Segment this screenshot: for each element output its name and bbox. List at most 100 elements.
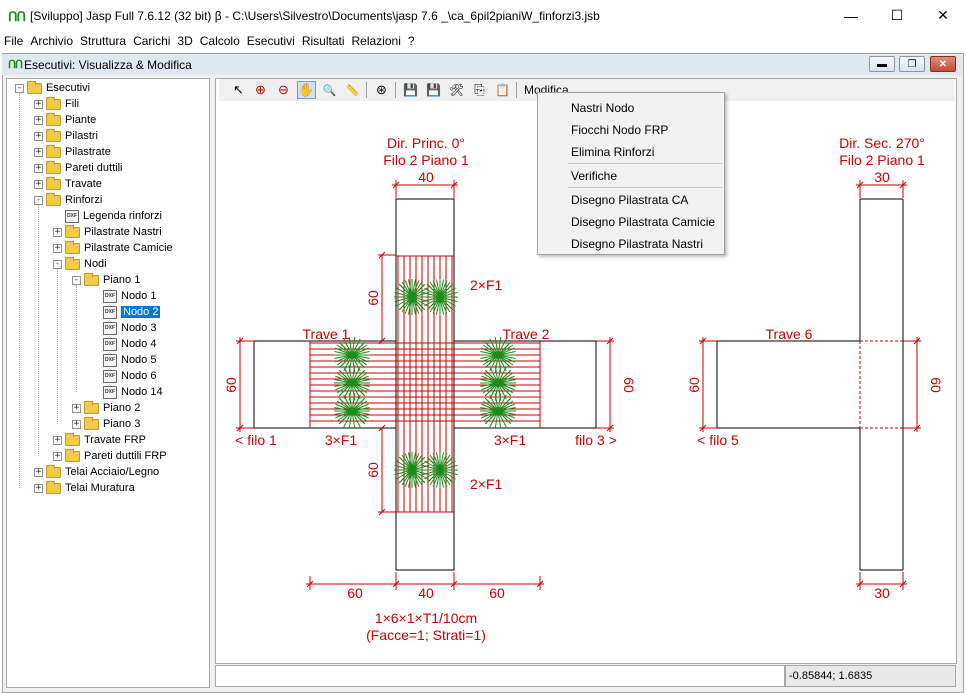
ctx-fiocchi-nodo-frp[interactable]: Fiocchi Nodo FRP bbox=[571, 123, 669, 137]
dxf-file-icon: DXF bbox=[103, 289, 117, 303]
tree-item-label: Nodo 3 bbox=[121, 322, 157, 334]
menu-carichi[interactable]: Carichi bbox=[133, 34, 171, 48]
pointer-icon[interactable]: ↖ bbox=[233, 82, 244, 97]
tree-item[interactable]: +Pilastrate Nastri bbox=[53, 224, 162, 240]
tree-item-label: Telai Acciaio/Legno bbox=[65, 466, 160, 478]
tree-item[interactable]: -Piano 1 bbox=[72, 272, 140, 288]
tree-item[interactable]: +Fili bbox=[34, 96, 79, 112]
measure-ruler-icon[interactable]: 📏 bbox=[345, 84, 360, 97]
folder-icon bbox=[65, 224, 80, 238]
save-as-icon[interactable]: 💾 bbox=[426, 83, 441, 97]
tree-connector bbox=[19, 92, 20, 488]
toolbar-separator bbox=[516, 82, 517, 98]
beam-height-left-label: 60 bbox=[223, 377, 239, 393]
tree-item[interactable]: +Travate bbox=[34, 176, 102, 192]
inner-minimize-button[interactable]: ▬ bbox=[869, 56, 895, 72]
menu-help[interactable]: ? bbox=[407, 34, 415, 48]
window-title: [Sviluppo] Jasp Full 7.6.12 (32 bit) β -… bbox=[30, 9, 600, 23]
expand-plus-icon[interactable]: + bbox=[72, 418, 81, 429]
tree-item[interactable]: +Piano 2 bbox=[72, 400, 140, 416]
tree-connector bbox=[76, 284, 77, 392]
tree-item[interactable]: +Pilastrate bbox=[34, 144, 111, 160]
ctx-disegno-pilastrata-camicie[interactable]: Disegno Pilastrata Camicie bbox=[571, 215, 716, 229]
expand-plus-icon[interactable]: + bbox=[53, 226, 62, 237]
expand-plus-icon[interactable]: + bbox=[34, 178, 43, 189]
toolbar-separator bbox=[366, 82, 367, 98]
folder-icon bbox=[46, 128, 61, 142]
tree-item[interactable]: +Pilastri bbox=[34, 128, 98, 144]
minimize-button[interactable]: — bbox=[844, 7, 858, 24]
ctx-verifiche[interactable]: Verifiche bbox=[571, 169, 618, 183]
inner-restore-button[interactable]: ❐ bbox=[899, 56, 925, 72]
ctx-elimina-rinforzi[interactable]: Elimina Rinforzi bbox=[571, 145, 655, 159]
tree-item[interactable]: + Telai Acciaio/Legno bbox=[34, 464, 159, 480]
expand-plus-icon[interactable]: + bbox=[34, 130, 43, 141]
expand-plus-icon[interactable]: + bbox=[34, 98, 43, 109]
expand-plus-icon[interactable]: + bbox=[53, 434, 62, 445]
app-logo-icon: ՈՈ bbox=[8, 9, 26, 24]
menu-risultati[interactable]: Risultati bbox=[301, 34, 345, 48]
expand-plus-icon[interactable]: + bbox=[34, 466, 43, 477]
inner-title-bar bbox=[2, 54, 962, 75]
tree-item-label: Pilastrate Camicie bbox=[84, 242, 173, 254]
dxf-file-icon: DXF bbox=[103, 385, 117, 399]
tree-item[interactable]: + Pilastrate Camicie bbox=[53, 240, 173, 256]
ctx-nastri-nodo[interactable]: Nastri Nodo bbox=[571, 101, 635, 115]
tools-icon[interactable]: 🛠 bbox=[448, 83, 465, 97]
zoom-all-icon[interactable]: ⊛ bbox=[376, 82, 387, 97]
expand-plus-icon[interactable]: + bbox=[34, 162, 43, 173]
tree-item[interactable]: -Esecutivi bbox=[15, 80, 90, 96]
tree-item[interactable]: +Pareti duttili FRP bbox=[53, 448, 167, 464]
menu-3d[interactable]: 3D bbox=[177, 34, 193, 48]
inner-close-button[interactable]: ✕ bbox=[930, 56, 956, 72]
ctx-disegno-pilastrata-ca[interactable]: Disegno Pilastrata CA bbox=[571, 193, 689, 207]
menu-struttura[interactable]: Struttura bbox=[80, 34, 127, 48]
fiocchi-left-label: 3×F1 bbox=[325, 432, 358, 448]
expand-plus-icon[interactable]: + bbox=[53, 242, 62, 253]
menu-relazioni[interactable]: Relazioni bbox=[351, 34, 401, 48]
tree-item[interactable]: + Piano 3 bbox=[72, 416, 140, 432]
tree-item[interactable]: +Telai Muratura bbox=[34, 480, 135, 496]
folder-icon bbox=[46, 144, 61, 158]
save-icon[interactable]: 💾 bbox=[403, 83, 418, 97]
folder-icon bbox=[65, 240, 80, 254]
folder-icon bbox=[65, 432, 80, 446]
tree-view[interactable]: -Esecutivi+Fili+Piante+Pilastri+Pilastra… bbox=[6, 78, 210, 688]
tree-item[interactable]: +Travate FRP bbox=[53, 432, 146, 448]
expand-plus-icon[interactable]: + bbox=[34, 114, 43, 125]
expand-plus-icon[interactable]: + bbox=[34, 482, 43, 493]
menu-esecutivi[interactable]: Esecutivi bbox=[246, 34, 295, 48]
tree-item[interactable]: +Pareti duttili bbox=[34, 160, 122, 176]
zoom-in-icon[interactable]: ⊕ bbox=[255, 82, 266, 97]
fiocchi-top-label: 2×F1 bbox=[470, 277, 503, 293]
expand-plus-icon[interactable]: + bbox=[34, 146, 43, 157]
tree-item-label: Piano 3 bbox=[103, 418, 141, 430]
menu-archivio[interactable]: Archivio bbox=[30, 34, 74, 48]
paste-icon[interactable]: 📋 bbox=[495, 83, 510, 97]
menu-calcolo[interactable]: Calcolo bbox=[199, 34, 240, 48]
maximize-button[interactable]: ☐ bbox=[890, 7, 904, 23]
dimension-ticks bbox=[236, 181, 921, 588]
expand-plus-icon[interactable]: + bbox=[53, 450, 62, 461]
tree-item[interactable]: -Rinforzi bbox=[34, 192, 102, 208]
expand-plus-icon[interactable]: + bbox=[72, 402, 81, 413]
menu-file[interactable]: File bbox=[4, 34, 24, 48]
beam-height-right-label: 60 bbox=[621, 377, 637, 393]
ctx-disegno-pilastrata-nastri[interactable]: Disegno Pilastrata Nastri bbox=[571, 237, 704, 251]
pan-hand-icon[interactable]: ✋ bbox=[297, 81, 316, 99]
tree-item[interactable]: +Piante bbox=[34, 112, 96, 128]
zoom-out-icon[interactable]: ⊖ bbox=[278, 82, 289, 97]
close-button[interactable]: ✕ bbox=[937, 7, 949, 23]
folder-open-icon bbox=[65, 256, 80, 270]
copy-icon[interactable]: ⎘ bbox=[474, 82, 485, 97]
zoom-window-icon[interactable]: 🔍 bbox=[322, 84, 337, 97]
filo-left-label: < filo 1 bbox=[235, 432, 277, 448]
